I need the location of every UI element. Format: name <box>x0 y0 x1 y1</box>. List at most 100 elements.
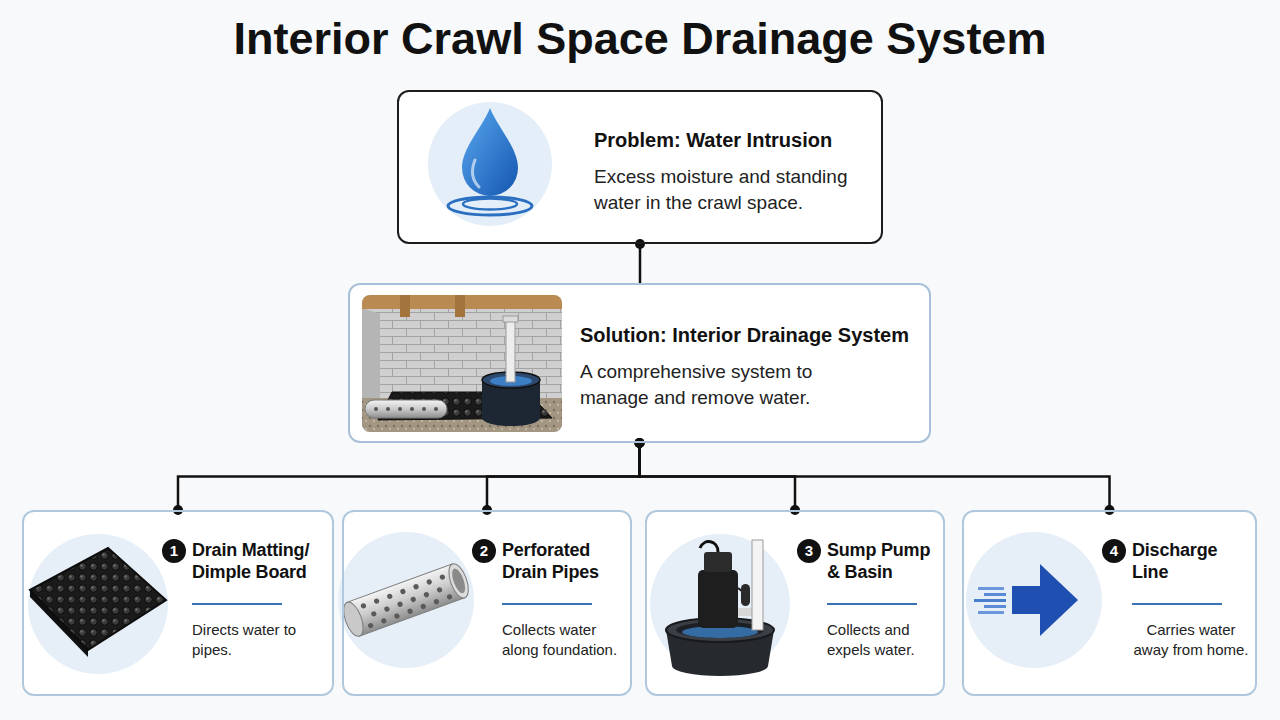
box-ground <box>645 510 945 696</box>
callout-number: 3 <box>797 539 821 563</box>
junction-dot <box>635 438 645 448</box>
dimple-board-icon-part <box>28 534 168 674</box>
heading-underline <box>192 603 282 605</box>
box-body: Excess moisture and standing water in th… <box>594 164 874 216</box>
component-body: Directs water to pipes. <box>192 620 328 661</box>
junction-dot <box>635 438 645 448</box>
discharge-arrow-icon-part <box>966 532 1102 668</box>
perforated-pipe-icon-part-part <box>360 603 367 610</box>
discharge-arrow-icon-part <box>978 611 1004 614</box>
perforated-pipe-icon-part <box>338 532 474 668</box>
component-heading: Discharge Line <box>1132 540 1250 583</box>
water-drop-icon <box>428 102 552 226</box>
perforated-pipe-icon-part-part <box>347 564 465 636</box>
callout-number: 4 <box>1102 539 1126 563</box>
crawl-space-illustration-part <box>506 320 515 382</box>
sump-pump-icon-part <box>698 570 738 628</box>
edge-layer <box>173 239 1115 515</box>
crawl-space-illustration-part <box>362 295 562 432</box>
junction-dot <box>635 438 645 448</box>
component-body: Collects and expels water. <box>827 620 939 661</box>
crawl-space-illustration <box>362 295 562 432</box>
heading-underline <box>502 603 592 605</box>
box-ground <box>962 510 1257 696</box>
water-drop-icon-part <box>463 199 517 210</box>
perforated-pipe-icon-part-part <box>370 611 377 618</box>
perforated-pipe-icon-part-part <box>433 598 440 605</box>
heading-underline <box>1132 603 1222 605</box>
callout-number: 1 <box>162 539 186 563</box>
crawl-space-illustration-part <box>374 407 378 411</box>
water-drop-icon-part <box>448 197 532 215</box>
component-box: Drain Matting/ Dimple BoardDirects water… <box>22 510 334 696</box>
perforated-pipe-icon-part-part <box>407 608 414 615</box>
perforated-pipe-icon-part-part <box>436 587 443 594</box>
perforated-pipe-icon-part-part <box>367 622 374 629</box>
perforated-pipe-icon-part-part <box>446 594 453 601</box>
perforated-pipe-icon-part-part <box>410 596 417 603</box>
perforated-pipe-icon-part-part <box>413 583 420 590</box>
sump-pump-icon <box>650 534 790 676</box>
component-body: Carries water away from home. <box>1132 620 1250 661</box>
text-column: Solution: Interior Drainage SystemA comp… <box>580 323 925 411</box>
discharge-arrow-icon-part <box>1012 564 1078 636</box>
crawl-space-illustration-part <box>434 407 438 411</box>
component-heading: Perforated Drain Pipes <box>502 540 626 583</box>
water-drop-icon-part <box>473 160 479 187</box>
text-column: Sump Pump & BasinCollects and expels wat… <box>827 540 939 661</box>
perforated-pipe-icon <box>338 532 474 668</box>
perforated-pipe-icon-part-part <box>386 593 393 600</box>
discharge-arrow-icon-part <box>974 599 1006 602</box>
problem-box: Problem: Water IntrusionExcess moisture … <box>397 90 883 244</box>
crawl-space-illustration-part <box>503 316 518 322</box>
sump-pump-icon-part <box>704 552 732 572</box>
dimple-board-icon-part <box>30 548 166 650</box>
crawl-space-illustration-part <box>455 295 465 317</box>
water-drop-icon-part <box>428 102 552 226</box>
perforated-pipe-icon-part-part <box>373 598 380 605</box>
heading-underline <box>827 603 917 605</box>
crawl-space-illustration-part <box>386 407 390 411</box>
diagram-title: Interior Crawl Space Drainage System <box>0 12 1280 66</box>
solution-box: Solution: Interior Drainage SystemA comp… <box>348 283 931 443</box>
connector-line <box>639 244 642 283</box>
crawl-space-illustration-part <box>482 410 540 426</box>
box-heading: Problem: Water Intrusion <box>594 128 874 152</box>
sump-pump-icon-part <box>752 540 763 630</box>
box-ground-layer <box>22 90 1257 696</box>
perforated-pipe-icon-part-part <box>445 561 472 600</box>
component-heading: Sump Pump & Basin <box>827 540 939 583</box>
text-column: Discharge LineCarries water away from ho… <box>1132 540 1250 661</box>
box-ground <box>22 510 334 696</box>
crawl-space-illustration-part <box>400 295 410 317</box>
text-column: Problem: Water IntrusionExcess moisture … <box>594 128 874 216</box>
component-box: Discharge LineCarries water away from ho… <box>962 510 1257 696</box>
perforated-pipe-icon-part-part <box>380 618 387 625</box>
sump-pump-icon-part <box>700 542 718 552</box>
connector-line <box>178 443 640 510</box>
perforated-pipe-icon-part-part <box>394 613 401 620</box>
discharge-arrow-icon-part <box>984 593 1006 596</box>
connector-line <box>640 443 1110 510</box>
component-box: Sump Pump & BasinCollects and expels wat… <box>645 510 945 696</box>
perforated-pipe-icon-part-part <box>420 603 427 610</box>
text-column: Perforated Drain PipesCollects water alo… <box>502 540 626 661</box>
perforated-pipe-icon-part-part <box>439 574 446 581</box>
perforated-pipe-icon-part-part <box>384 606 391 613</box>
discharge-arrow-icon-part <box>984 605 1006 608</box>
perforated-pipe-icon-part-part <box>426 579 433 586</box>
perforated-pipe-icon-part-part <box>400 588 407 595</box>
component-heading: Drain Matting/ Dimple Board <box>192 540 328 583</box>
perforated-pipe-icon-part-part <box>397 601 404 608</box>
perforated-pipe-icon-part <box>340 561 473 639</box>
component-box: Perforated Drain PipesCollects water alo… <box>342 510 632 696</box>
sump-pump-icon-part <box>741 584 750 606</box>
water-drop-icon-part <box>462 108 518 196</box>
connector-line <box>487 443 640 510</box>
junction-dot <box>635 438 645 448</box>
perforated-pipe-icon-part-part <box>423 591 430 598</box>
dimple-board-icon <box>28 534 168 674</box>
crawl-space-illustration-part <box>398 407 402 411</box>
